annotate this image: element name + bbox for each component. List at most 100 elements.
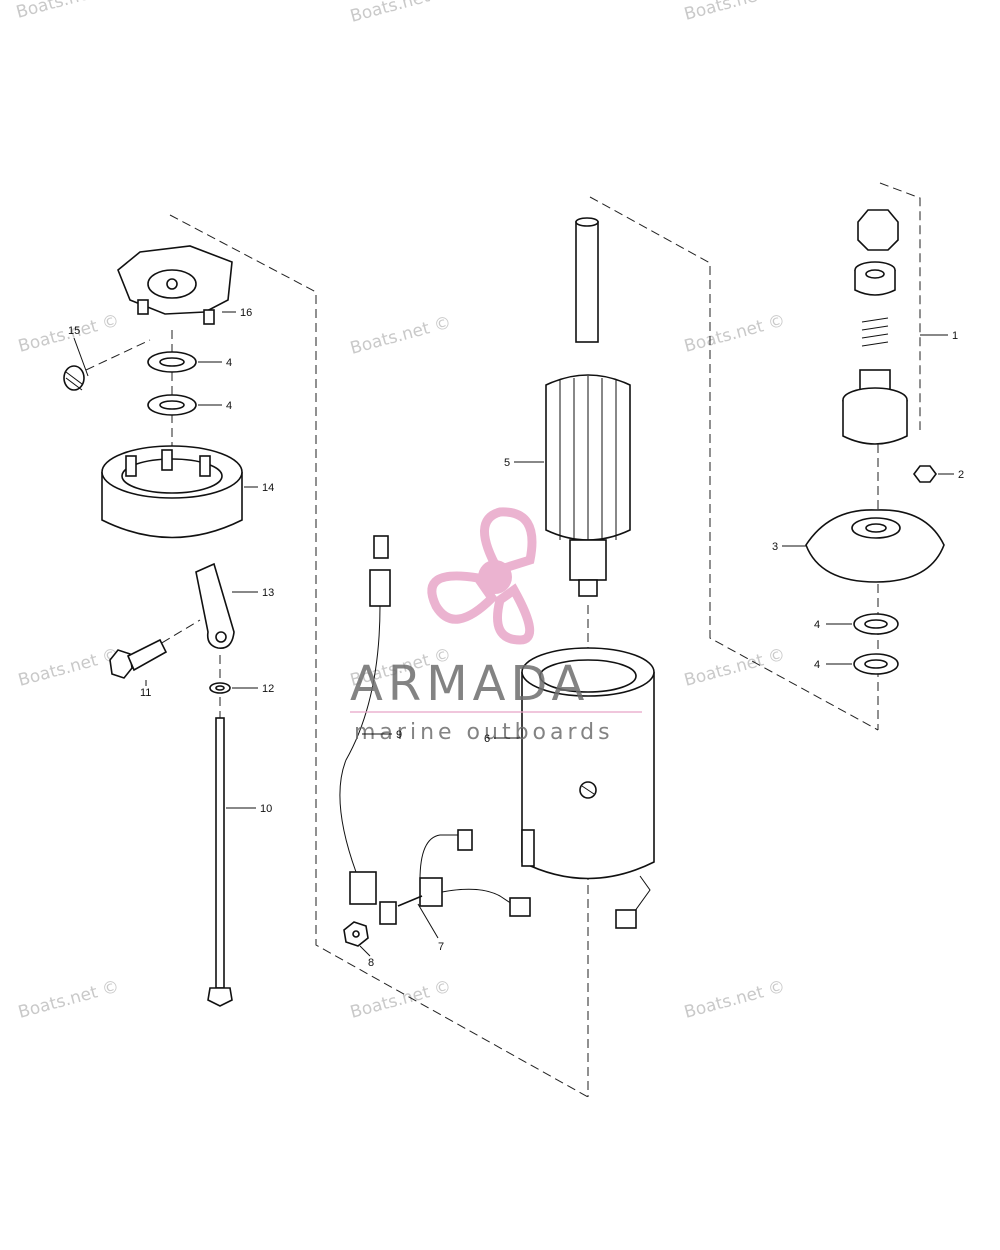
watermark: Boats.net © <box>348 0 453 27</box>
part-3-drive-end-head <box>805 509 945 583</box>
field-frame-terminal <box>615 909 637 929</box>
part-4-washer-lower-right <box>853 653 899 675</box>
lead-wire-cable <box>339 605 381 873</box>
callout-10: 10 <box>260 803 272 815</box>
set-screw-thread <box>65 371 83 385</box>
set-screw-thread <box>65 377 83 391</box>
watermark: Boats.net © <box>682 0 787 25</box>
end-plate-bore <box>166 278 178 290</box>
screw-head <box>109 649 133 679</box>
lead-boot-top <box>369 569 391 607</box>
callout-16: 16 <box>240 307 252 319</box>
brand-name: ARMADA <box>350 656 589 712</box>
part-15-set-screw <box>63 365 85 391</box>
housing-post <box>125 455 137 477</box>
callout-5: 5 <box>504 457 510 469</box>
leader-8 <box>359 945 371 957</box>
small-nut-body <box>913 465 937 483</box>
leader-7 <box>417 903 439 939</box>
brush-strap <box>441 888 513 905</box>
strap-hole <box>215 631 227 643</box>
part-4-washer-lower-left <box>147 394 197 416</box>
callout-9: 9 <box>396 729 402 741</box>
end-head-bore <box>865 523 887 533</box>
callout-3: 3 <box>772 541 778 553</box>
propeller-blade <box>480 507 537 576</box>
lock-washer-hole <box>215 685 225 691</box>
propeller-blade <box>427 571 498 624</box>
bolt-shank <box>215 717 225 989</box>
leader-15 <box>73 337 89 377</box>
field-frame-screw-slot <box>581 785 595 795</box>
callout-13: 13 <box>262 587 274 599</box>
bolt-head <box>207 987 233 1007</box>
callout-8: 8 <box>368 957 374 969</box>
part-7-brush-assembly <box>397 829 531 917</box>
field-frame-slot <box>521 829 535 867</box>
part-14-brush-housing <box>101 445 243 539</box>
strap-body <box>195 562 235 649</box>
part-2-nut <box>913 465 937 483</box>
part-8-nut <box>343 921 369 947</box>
callout-1: 1 <box>952 330 958 342</box>
watermark: Boats.net © <box>682 311 787 357</box>
armature-shaft-lower <box>578 579 598 597</box>
washer-hole <box>159 357 185 367</box>
callout-numbers: 16 15 4 4 14 13 11 12 10 5 6 9 7 8 1 2 3… <box>68 307 964 969</box>
lead-terminal-bottom <box>379 901 397 925</box>
callout-12: 12 <box>262 683 274 695</box>
callout-2: 2 <box>958 469 964 481</box>
part-16-end-plate <box>117 245 233 325</box>
callout-7: 7 <box>438 941 444 953</box>
watermark: Boats.net © <box>16 977 121 1023</box>
brush-lead <box>419 834 460 881</box>
brand-overlay: ARMADA marine outboards <box>350 507 642 745</box>
end-plate-tab <box>203 309 215 325</box>
part-6-field-frame <box>521 647 655 929</box>
callout-leaders <box>73 311 954 957</box>
brush-terminal <box>457 829 473 851</box>
part-12-lock-washer <box>209 682 231 694</box>
part-11-hex-screw <box>109 638 168 679</box>
washer-hole <box>864 619 888 629</box>
drive-clutch-body <box>842 400 908 445</box>
housing-post <box>161 449 173 471</box>
callout-4: 4 <box>814 619 820 631</box>
watermark: Boats.net © <box>16 645 121 691</box>
setscrew-axis <box>85 339 151 371</box>
brush-terminal <box>509 897 531 917</box>
propeller-logo <box>427 507 537 645</box>
field-frame-bore <box>539 659 637 693</box>
nut-hole <box>352 930 360 938</box>
callout-11: 11 <box>140 687 151 699</box>
field-frame-lead <box>631 875 651 916</box>
propeller-blade <box>493 583 535 645</box>
callout-15: 15 <box>68 325 80 337</box>
armature-commutator <box>569 539 607 581</box>
armature-shaft-end <box>575 217 599 227</box>
brush-stud <box>397 895 423 907</box>
part-13-terminal-strap <box>195 562 235 649</box>
callout-4: 4 <box>226 400 232 412</box>
part-9-lead-wire <box>339 535 397 925</box>
center-assembly-boundary <box>589 196 879 731</box>
armature-shaft <box>575 221 599 343</box>
part-4-washer-upper-right <box>853 613 899 635</box>
watermark: Boats.net © <box>348 313 453 359</box>
watermark: Boats.net © <box>682 977 787 1023</box>
part-10-through-bolt <box>207 717 233 1007</box>
part-4-washer-upper-left <box>147 351 197 373</box>
washer-hole <box>159 400 185 410</box>
lead-terminal-top <box>373 535 389 559</box>
watermark: Boats.net © <box>348 977 453 1023</box>
washer-hole <box>864 659 888 669</box>
watermark: Boats.net © <box>14 0 119 23</box>
drive-collar-side <box>854 270 896 296</box>
housing-post <box>199 455 211 477</box>
propeller-hub <box>478 560 512 594</box>
drive-assembly-bracket <box>879 182 921 430</box>
end-head-flange <box>805 509 945 583</box>
end-plate-tab <box>137 299 149 315</box>
screw-shank <box>126 638 168 672</box>
